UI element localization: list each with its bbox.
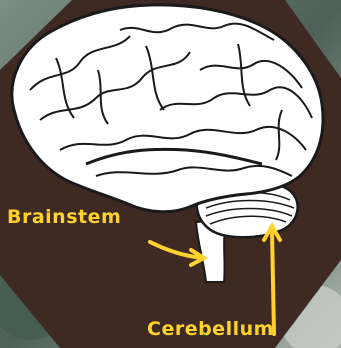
brainstem-label: Brainstem <box>7 206 121 228</box>
cerebellum-label: Cerebellum <box>147 318 274 340</box>
